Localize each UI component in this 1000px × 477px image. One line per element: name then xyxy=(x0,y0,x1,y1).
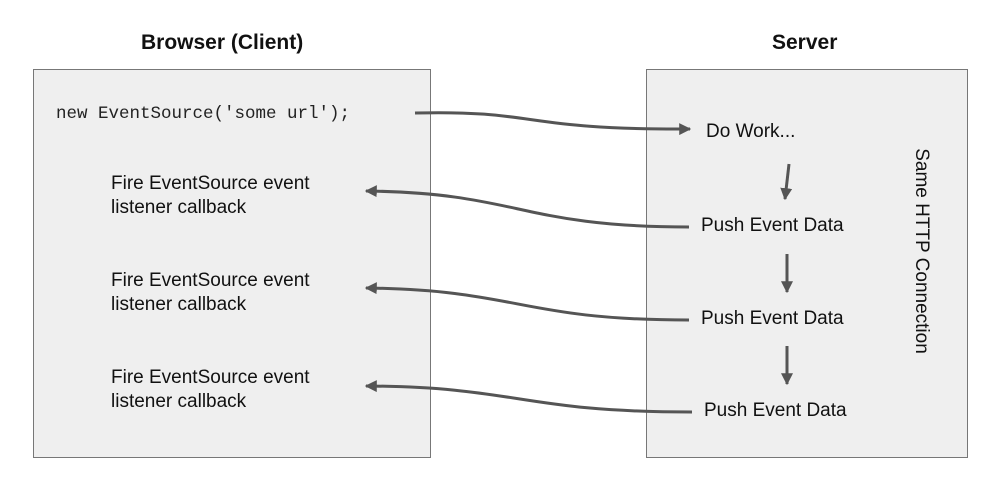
client-box xyxy=(33,69,431,458)
flow-arrow-1 xyxy=(780,163,793,201)
callback-line-2: listener callback xyxy=(111,197,247,218)
callback-label: Fire EventSource event listener callback xyxy=(111,366,310,414)
server-heading: Server xyxy=(772,31,838,54)
callback-line-1: Fire EventSource event xyxy=(111,270,310,291)
callback-line-1: Fire EventSource event xyxy=(111,173,310,194)
server-box xyxy=(646,69,968,458)
push-event-label: Push Event Data xyxy=(701,215,844,236)
callback-arrow-1 xyxy=(364,185,690,229)
callback-line-2: listener callback xyxy=(111,294,247,315)
request-arrow xyxy=(414,111,692,136)
do-work-label: Do Work... xyxy=(706,121,796,142)
callback-label: Fire EventSource event listener callback xyxy=(111,172,310,220)
client-heading: Browser (Client) xyxy=(141,31,304,54)
callback-arrow-2 xyxy=(364,282,690,322)
callback-label: Fire EventSource event listener callback xyxy=(111,269,310,317)
callback-arrow-3 xyxy=(364,380,693,414)
callback-line-2: listener callback xyxy=(111,391,247,412)
callback-line-1: Fire EventSource event xyxy=(111,367,310,388)
push-event-label: Push Event Data xyxy=(704,400,847,421)
push-event-label: Push Event Data xyxy=(701,308,844,329)
new-eventsource-code: new EventSource('some url'); xyxy=(56,104,351,124)
